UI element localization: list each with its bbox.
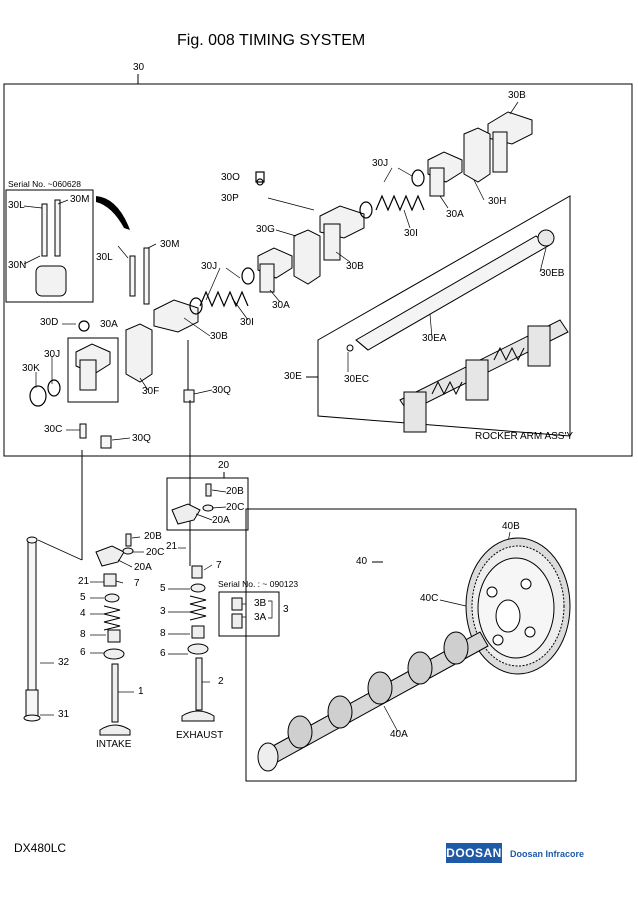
label-30P: 30P bbox=[221, 193, 239, 204]
label-20A-right: 20A bbox=[212, 515, 230, 526]
label-3B: 3B bbox=[254, 598, 267, 609]
label-3-bracket: 3 bbox=[283, 604, 289, 615]
inset-arrow-icon bbox=[96, 196, 130, 230]
label-6-left: 6 bbox=[80, 647, 86, 658]
label-30A-top: 30A bbox=[446, 209, 464, 220]
label-30O: 30O bbox=[221, 172, 240, 183]
serial-note-upper: Serial No. ~060628 bbox=[8, 179, 82, 189]
label-21-right: 21 bbox=[166, 541, 178, 552]
rocker-group-frame bbox=[3, 83, 633, 457]
label-30J-left: 30J bbox=[44, 349, 61, 360]
label-30B-mid: 30B bbox=[346, 261, 364, 272]
label-21-left: 21 bbox=[78, 576, 90, 587]
label-30D: 30D bbox=[40, 317, 59, 328]
label-31: 31 bbox=[58, 709, 70, 720]
label-40B: 40B bbox=[502, 521, 520, 532]
figure-title: Fig. 008 TIMING SYSTEM bbox=[177, 32, 366, 49]
label-5-right: 5 bbox=[160, 583, 166, 594]
exhaust-note: EXHAUST bbox=[176, 730, 224, 741]
label-30EB: 30EB bbox=[540, 268, 565, 279]
intake-note: INTAKE bbox=[96, 739, 132, 750]
label-30L-inset: 30L bbox=[8, 200, 25, 211]
label-7-right: 7 bbox=[216, 560, 222, 571]
label-40: 40 bbox=[356, 556, 368, 567]
brand-name: Doosan Infracore bbox=[510, 849, 585, 859]
label-7-left: 7 bbox=[134, 578, 140, 589]
label-1: 1 bbox=[138, 686, 144, 697]
label-30Q-left: 30Q bbox=[132, 433, 151, 444]
label-30H: 30H bbox=[488, 196, 507, 207]
label-30J-mid: 30J bbox=[201, 261, 218, 272]
label-30M: 30M bbox=[160, 239, 180, 250]
label-30B-low: 30B bbox=[210, 331, 228, 342]
label-40A: 40A bbox=[390, 729, 408, 740]
label-3A: 3A bbox=[254, 612, 267, 623]
label-8-right: 8 bbox=[160, 628, 166, 639]
label-30I-top: 30I bbox=[404, 228, 418, 239]
serial-note-lower: Serial No. : ~ 090123 bbox=[218, 579, 299, 589]
camshaft-group-frame bbox=[245, 508, 577, 782]
label-20A-left: 20A bbox=[134, 562, 152, 573]
label-30Q-right: 30Q bbox=[212, 385, 231, 396]
label-20C-left: 20C bbox=[146, 547, 165, 558]
label-30M-inset: 30M bbox=[70, 194, 90, 205]
label-30B-top: 30B bbox=[508, 90, 526, 101]
label-30E: 30E bbox=[284, 371, 302, 382]
label-30N: 30N bbox=[8, 260, 27, 271]
label-30K: 30K bbox=[22, 363, 40, 374]
label-30C: 30C bbox=[44, 424, 63, 435]
label-30EA: 30EA bbox=[422, 333, 447, 344]
label-32: 32 bbox=[58, 657, 70, 668]
label-6-right: 6 bbox=[160, 648, 166, 659]
doosan-logo: DOOSAN bbox=[446, 843, 502, 863]
label-3-right: 3 bbox=[160, 606, 166, 617]
label-2: 2 bbox=[218, 676, 224, 687]
label-20C-right: 20C bbox=[226, 502, 245, 513]
label-30G: 30G bbox=[256, 224, 275, 235]
rocker-assy-frame bbox=[317, 195, 571, 437]
label-20B-left: 20B bbox=[144, 531, 162, 542]
label-5-left: 5 bbox=[80, 592, 86, 603]
label-30A-mid: 30A bbox=[272, 300, 290, 311]
model-code: DX480LC bbox=[14, 841, 67, 855]
label-20B-right: 20B bbox=[226, 486, 244, 497]
label-30I-mid: 30I bbox=[240, 317, 254, 328]
label-30J-top: 30J bbox=[372, 158, 389, 169]
label-4: 4 bbox=[80, 608, 86, 619]
label-30F: 30F bbox=[142, 386, 160, 397]
label-30A-left: 30A bbox=[100, 319, 118, 330]
rocker-assy-note: ROCKER ARM ASS'Y bbox=[475, 431, 574, 442]
label-30: 30 bbox=[133, 62, 145, 73]
label-8-left: 8 bbox=[80, 629, 86, 640]
label-40C: 40C bbox=[420, 593, 439, 604]
label-30EC: 30EC bbox=[344, 374, 370, 385]
label-30L: 30L bbox=[96, 252, 113, 263]
label-20: 20 bbox=[218, 460, 230, 471]
serial-inset-frame bbox=[5, 189, 94, 303]
